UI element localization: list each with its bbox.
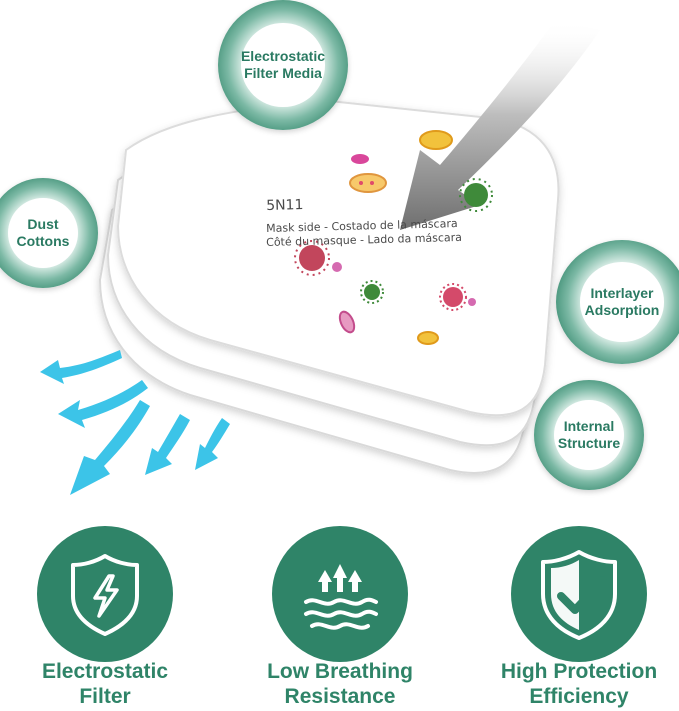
airflow-waves-icon [304,564,378,630]
callout-interlayer-adsorption-label: Interlayer Adsorption [584,285,660,318]
outflow-arrow-2 [58,380,148,428]
filter-pads-illustration [98,20,600,474]
microbe-icons [294,130,493,345]
feature-low-breathing-resistance-line1: Low Breathing [267,660,413,683]
filter-model-text: 5N11 [266,197,304,214]
lightning-shield-icon [71,554,139,636]
feature-high-protection-efficiency-badge [511,526,647,662]
callout-electrostatic-filter-media: Electrostatic Filter Media [218,0,348,130]
outflow-arrows [40,350,230,495]
feature-electrostatic-filter-label: Electrostatic Filter [0,659,215,709]
feature-high-protection-efficiency-line1: High Protection [500,660,658,683]
feature-low-breathing-resistance-badge [272,526,408,662]
callout-internal-structure: Internal Structure [534,380,644,490]
feature-electrostatic-filter-line2: Filter [79,685,131,708]
outflow-arrow-1 [40,350,122,384]
check-shield-icon [541,550,617,640]
feature-high-protection-efficiency-line2: Efficiency [529,685,629,708]
outflow-arrow-4 [145,414,190,475]
intake-arrow [400,20,600,230]
callout-dust-cottons-label: Dust Cottons [16,216,70,249]
feature-low-breathing-resistance-label: Low Breathing Resistance [230,659,450,709]
callout-dust-cottons: Dust Cottons [0,178,98,288]
feature-electrostatic-filter-line1: Electrostatic [41,660,169,683]
callout-electrostatic-filter-media-label: Electrostatic Filter Media [240,48,326,81]
feature-low-breathing-resistance-line2: Resistance [284,685,396,708]
callout-internal-structure-label: Internal Structure [557,418,621,451]
outflow-arrow-5 [195,418,230,470]
outflow-arrow-3 [70,400,150,495]
feature-high-protection-efficiency-label: High Protection Efficiency [469,659,679,709]
feature-electrostatic-filter-badge [37,526,173,662]
callout-interlayer-adsorption: Interlayer Adsorption [556,240,679,364]
